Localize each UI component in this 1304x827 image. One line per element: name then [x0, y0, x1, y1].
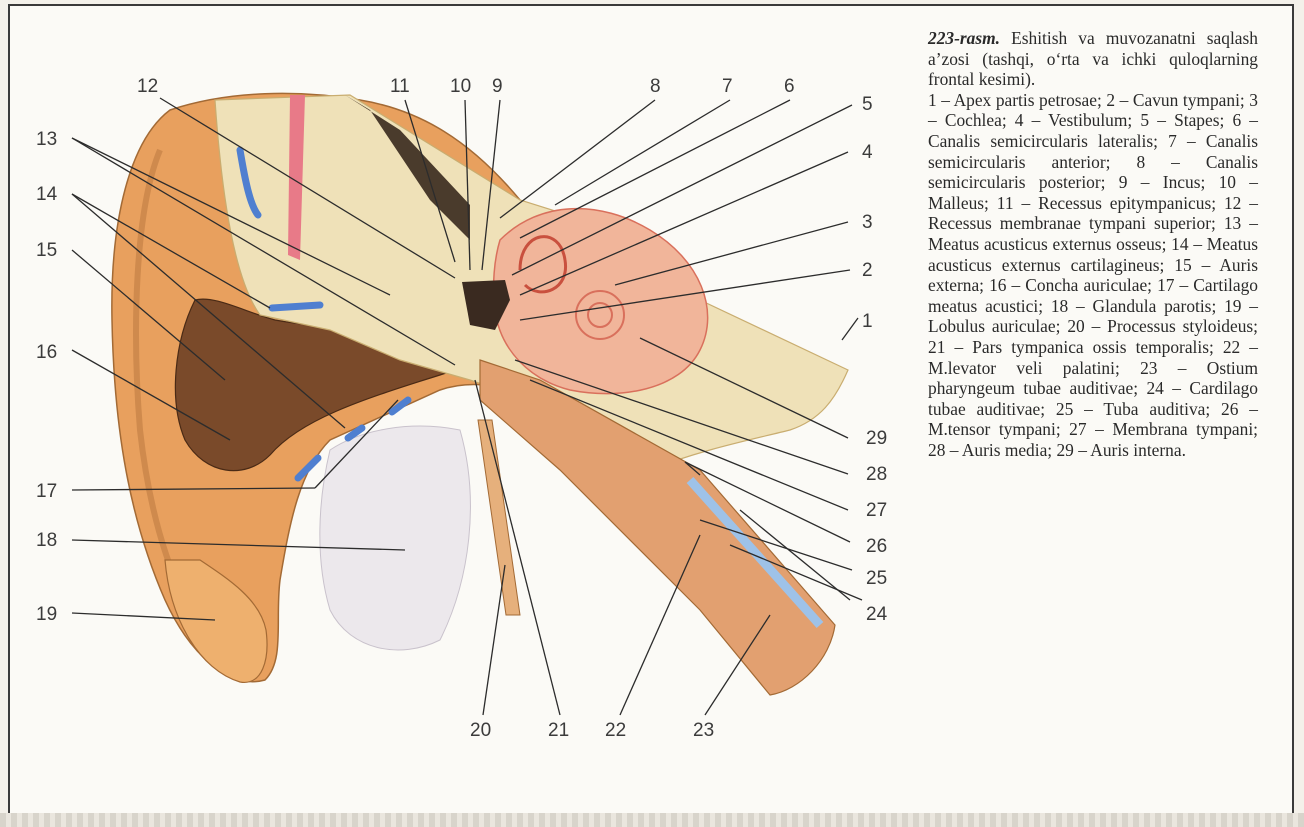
callout-5: 5 [862, 94, 873, 115]
callout-24: 24 [866, 604, 888, 625]
callout-29: 29 [866, 428, 887, 449]
callout-26: 26 [866, 536, 887, 557]
callout-25: 25 [866, 568, 887, 589]
callout-12: 12 [137, 76, 158, 97]
callout-7: 7 [722, 76, 733, 97]
callout-16: 16 [36, 342, 57, 363]
callout-18: 18 [36, 530, 57, 551]
cartilage-mark-2 [272, 305, 320, 308]
callout-8: 8 [650, 76, 661, 97]
callout-13: 13 [36, 129, 57, 150]
callout-14: 14 [36, 184, 58, 205]
callout-6: 6 [784, 76, 795, 97]
callout-10: 10 [450, 76, 471, 97]
caption-heading: 223-rasm. Eshitish va muvozanatni saqlas… [928, 28, 1258, 90]
callout-3: 3 [862, 212, 873, 233]
callout-4: 4 [862, 142, 873, 163]
callout-21: 21 [548, 720, 569, 741]
callout-27: 27 [866, 500, 887, 521]
callout-11: 11 [390, 76, 410, 97]
callout-15: 15 [36, 240, 57, 261]
callout-9: 9 [492, 76, 503, 97]
callout-23: 23 [693, 720, 714, 741]
callout-2: 2 [862, 260, 873, 281]
callout-17: 17 [36, 481, 57, 502]
styloid-process [478, 420, 520, 615]
inner-ear-region [494, 209, 708, 394]
callout-22: 22 [605, 720, 626, 741]
callout-20: 20 [470, 720, 491, 741]
callout-19: 19 [36, 604, 57, 625]
figure-legend: 1 – Apex partis petrosae; 2 – Cavun tymp… [928, 90, 1258, 461]
figure-label: 223-rasm. [928, 28, 1000, 48]
figure-caption: 223-rasm. Eshitish va muvozanatni saqlas… [928, 28, 1258, 460]
callout-28: 28 [866, 464, 887, 485]
callout-1: 1 [862, 311, 873, 332]
